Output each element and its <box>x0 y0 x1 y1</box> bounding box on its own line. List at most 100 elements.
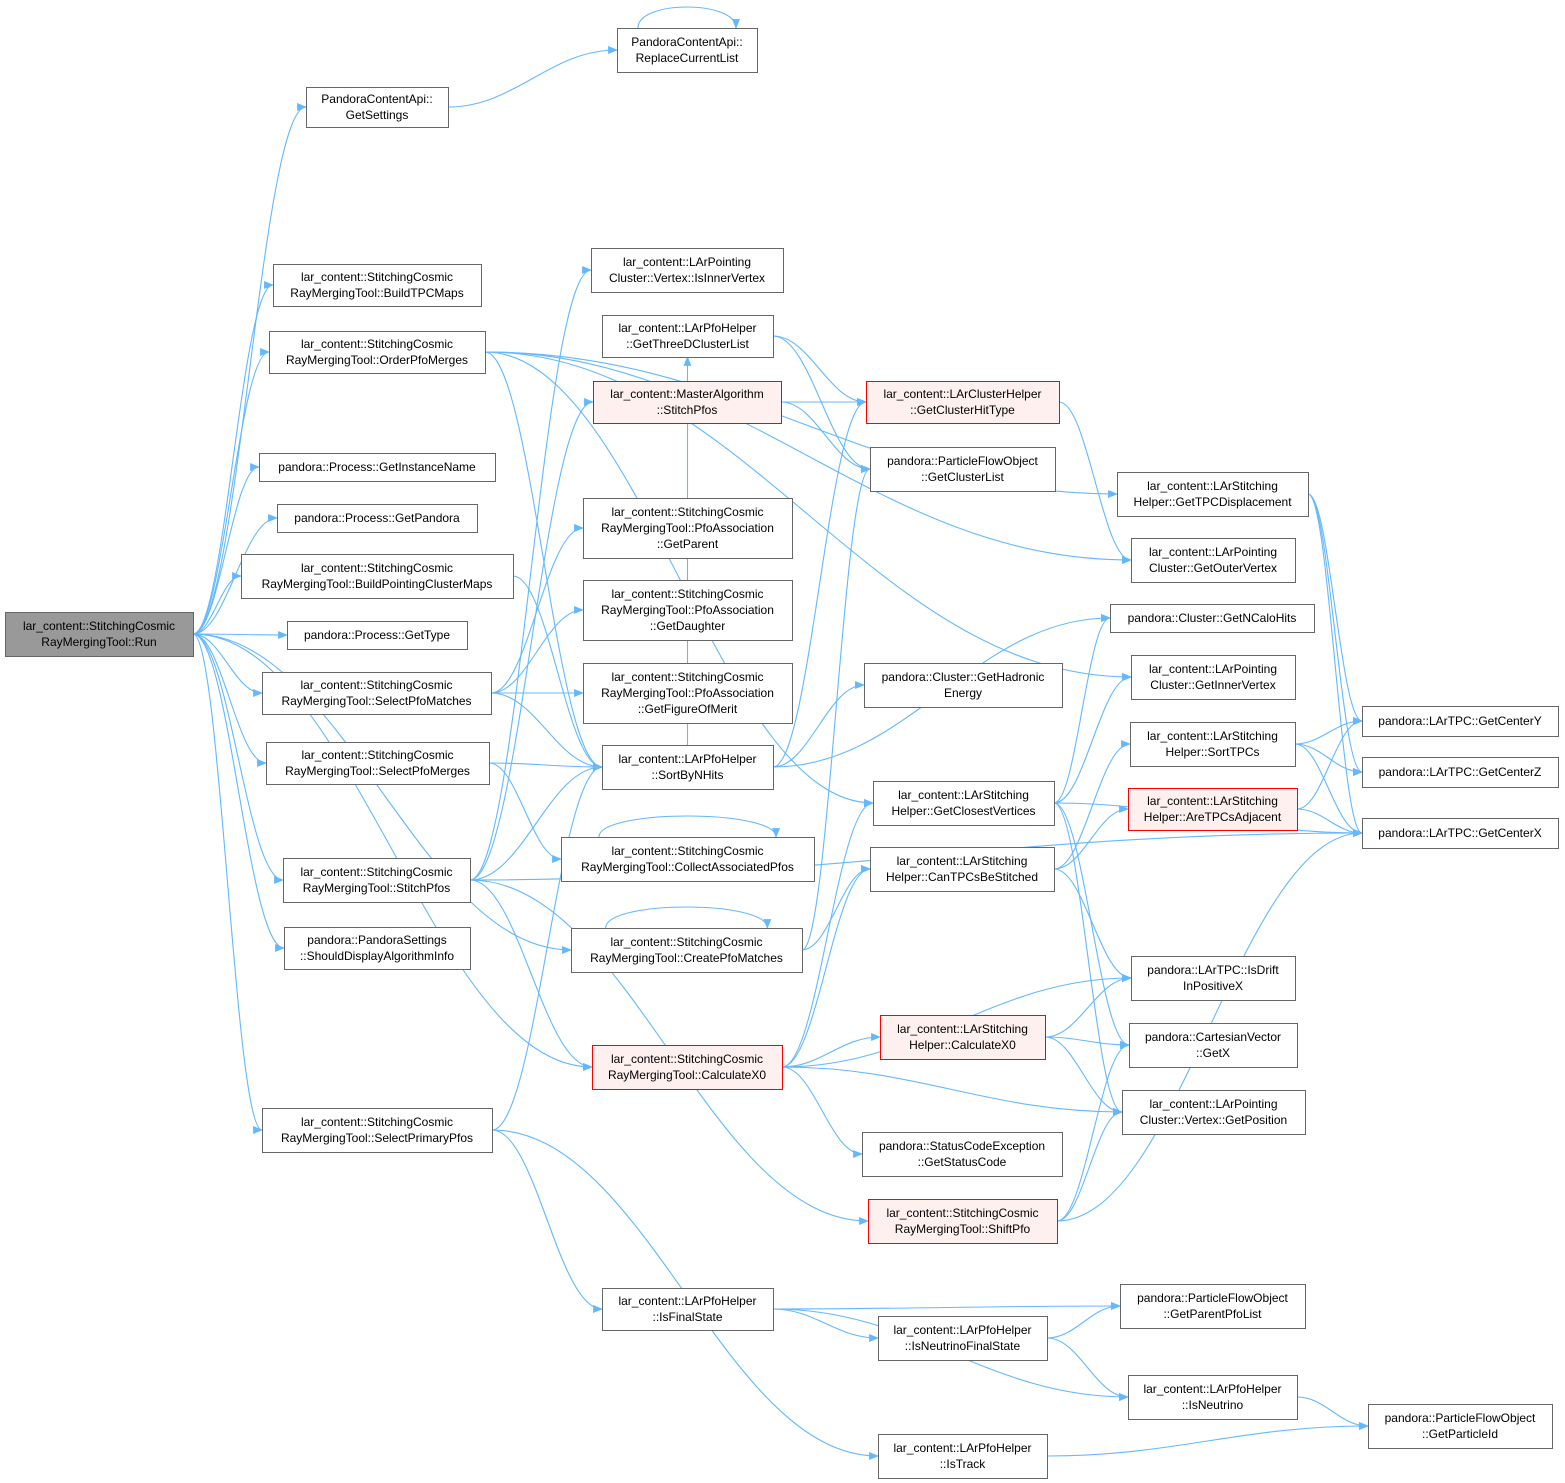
node-shoulddisplay[interactable]: pandora::PandoraSettings::ShouldDisplayA… <box>284 927 471 970</box>
node-box <box>592 1045 783 1090</box>
edge-stitchpfos-to-masterstitch <box>469 398 594 881</box>
node-sortbynhits[interactable]: lar_content::LArPfoHelper::SortByNHits <box>602 745 774 790</box>
node-label-line: lar_content::LArStitching <box>897 1022 1028 1036</box>
node-centerx[interactable]: pandora::LArTPC::GetCenterX <box>1362 818 1559 849</box>
node-closestvert[interactable]: lar_content::LArStitchingHelper::GetClos… <box>873 781 1055 826</box>
edge-tpcdisp-to-centerx <box>1307 493 1363 837</box>
node-selectprimary[interactable]: lar_content::StitchingCosmicRayMergingTo… <box>262 1108 493 1153</box>
edge-calcx0helper-to-vertpos <box>1044 1036 1123 1116</box>
node-box <box>259 453 496 482</box>
node-get3dcluster[interactable]: lar_content::LArPfoHelper::GetThreeDClus… <box>602 315 774 358</box>
node-getfom[interactable]: lar_content::StitchingCosmicRayMergingTo… <box>583 663 793 724</box>
edge-closestvert-to-vertpos <box>1053 802 1123 1116</box>
node-label-line: pandora::Cluster::GetNCaloHits <box>1128 611 1297 625</box>
node-box <box>583 663 793 724</box>
node-label-line: Cluster::Vertex::GetPosition <box>1140 1113 1287 1127</box>
node-sorttpcs[interactable]: lar_content::LArStitchingHelper::SortTPC… <box>1130 722 1296 767</box>
node-box <box>1131 655 1296 700</box>
edge-closestvert-to-innervertex <box>1053 673 1132 804</box>
node-vertpos[interactable]: lar_content::LArPointingCluster::Vertex:… <box>1122 1090 1306 1135</box>
node-buildpointing[interactable]: lar_content::StitchingCosmicRayMergingTo… <box>241 554 514 599</box>
edge-run-to-stitchpfos <box>192 633 284 884</box>
node-isfinalstate[interactable]: lar_content::LArPfoHelper::IsFinalState <box>602 1288 774 1331</box>
node-box <box>593 381 782 424</box>
node-replace[interactable]: PandoraContentApi::ReplaceCurrentList <box>617 28 758 73</box>
node-cartx[interactable]: pandora::CartesianVector::GetX <box>1129 1023 1298 1068</box>
node-box <box>870 847 1055 892</box>
node-orderpfo[interactable]: lar_content::StitchingCosmicRayMergingTo… <box>269 331 486 374</box>
node-innervertex[interactable]: lar_content::LArPointingCluster::GetInne… <box>1131 655 1296 700</box>
node-box <box>591 248 784 293</box>
node-shiftpfo[interactable]: lar_content::StitchingCosmicRayMergingTo… <box>868 1199 1058 1244</box>
edge-selectmatches-to-getdaughter <box>490 606 584 694</box>
node-label-line: ::IsNeutrino <box>1182 1398 1244 1412</box>
node-adjacent[interactable]: lar_content::LArStitchingHelper::AreTPCs… <box>1128 788 1298 831</box>
node-label-line: Helper::SortTPCs <box>1165 745 1259 759</box>
node-label-line: lar_content::StitchingCosmic <box>886 1206 1038 1220</box>
node-outervertex[interactable]: lar_content::LArPointingCluster::GetOute… <box>1131 538 1296 583</box>
node-label-line: pandora::ParticleFlowObject <box>1137 1291 1288 1305</box>
node-label-line: RayMergingTool::SelectPfoMerges <box>285 764 470 778</box>
node-parentlist[interactable]: pandora::ParticleFlowObject::GetParentPf… <box>1120 1284 1306 1329</box>
edge-isfinalstate-to-isnufinal <box>772 1308 879 1342</box>
node-tpcdisp[interactable]: lar_content::LArStitchingHelper::GetTPCD… <box>1117 472 1309 517</box>
node-isnufinal[interactable]: lar_content::LArPfoHelper::IsNeutrinoFin… <box>878 1316 1048 1361</box>
node-label-line: ::GetStatusCode <box>918 1155 1007 1169</box>
node-particleid[interactable]: pandora::ParticleFlowObject::GetParticle… <box>1368 1404 1553 1449</box>
node-collect[interactable]: lar_content::StitchingCosmicRayMergingTo… <box>561 837 815 882</box>
node-getinstance[interactable]: pandora::Process::GetInstanceName <box>259 453 496 482</box>
node-getpandora[interactable]: pandora::Process::GetPandora <box>277 504 478 533</box>
node-selectmatches[interactable]: lar_content::StitchingCosmicRayMergingTo… <box>262 672 492 715</box>
node-canstitch[interactable]: lar_content::LArStitchingHelper::CanTPCs… <box>870 847 1055 892</box>
edge-adjacent-to-centerx <box>1296 808 1363 837</box>
edge-canstitch-to-adjacent <box>1053 805 1129 870</box>
node-box <box>287 621 468 650</box>
node-label-line: RayMergingTool::PfoAssociation <box>601 603 774 617</box>
node-label-line: pandora::ParticleFlowObject <box>887 454 1038 468</box>
edge-clusterhittype-to-outervertex <box>1058 401 1132 564</box>
edge-calcx0tool-to-calcx0helper <box>781 1033 881 1068</box>
node-label-line: lar_content::LArPfoHelper <box>893 1441 1031 1455</box>
node-selectmerges[interactable]: lar_content::StitchingCosmicRayMergingTo… <box>266 742 490 785</box>
node-label-line: lar_content::LArStitching <box>1147 729 1278 743</box>
edge-masterstitch-to-getclusterlist <box>780 401 871 473</box>
node-box <box>262 672 492 715</box>
node-istrack[interactable]: lar_content::LArPfoHelper::IsTrack <box>878 1434 1048 1479</box>
node-masterstitch[interactable]: lar_content::MasterAlgorithm::StitchPfos <box>593 381 782 424</box>
node-run[interactable]: lar_content::StitchingCosmicRayMergingTo… <box>5 612 194 657</box>
node-label-line: pandora::Cluster::GetHadronic <box>882 670 1045 684</box>
node-getclusterlist[interactable]: pandora::ParticleFlowObject::GetClusterL… <box>870 447 1056 492</box>
node-box <box>269 331 486 374</box>
node-creatematches[interactable]: lar_content::StitchingCosmicRayMergingTo… <box>571 928 803 973</box>
node-calcx0helper[interactable]: lar_content::LArStitchingHelper::Calcula… <box>880 1015 1046 1060</box>
node-centery[interactable]: pandora::LArTPC::GetCenterY <box>1362 706 1559 737</box>
node-getparent[interactable]: lar_content::StitchingCosmicRayMergingTo… <box>583 498 793 559</box>
edge-run-to-creatematches <box>192 633 572 954</box>
node-gettype[interactable]: pandora::Process::GetType <box>287 621 468 650</box>
node-calcx0tool[interactable]: lar_content::StitchingCosmicRayMergingTo… <box>592 1045 783 1090</box>
node-label-line: ::GetFigureOfMerit <box>638 702 738 716</box>
edge-selectmatches-to-getparent <box>490 524 584 694</box>
node-clusterhittype[interactable]: lar_content::LArClusterHelper::GetCluste… <box>866 381 1060 424</box>
node-getdaughter[interactable]: lar_content::StitchingCosmicRayMergingTo… <box>583 580 793 641</box>
node-label-line: pandora::LArTPC::GetCenterZ <box>1379 765 1542 779</box>
node-label-line: ::IsTrack <box>940 1457 987 1471</box>
node-getsettings[interactable]: PandoraContentApi::GetSettings <box>306 87 449 128</box>
node-centerz[interactable]: pandora::LArTPC::GetCenterZ <box>1362 757 1559 788</box>
node-stitchpfos[interactable]: lar_content::StitchingCosmicRayMergingTo… <box>283 858 471 903</box>
node-label-line: pandora::StatusCodeException <box>879 1139 1045 1153</box>
node-isneutrino[interactable]: lar_content::LArPfoHelper::IsNeutrino <box>1128 1375 1298 1420</box>
edge-isnufinal-to-parentlist <box>1046 1302 1121 1339</box>
node-box <box>880 1015 1046 1060</box>
node-label-line: Cluster::Vertex::IsInnerVertex <box>609 271 765 285</box>
node-isinnervertex[interactable]: lar_content::LArPointingCluster::Vertex:… <box>591 248 784 293</box>
edge-calcx0helper-to-cartx <box>1044 1036 1130 1049</box>
node-label-line: Cluster::GetInnerVertex <box>1150 678 1275 692</box>
node-buildtpc[interactable]: lar_content::StitchingCosmicRayMergingTo… <box>273 264 482 307</box>
node-statuscode[interactable]: pandora::StatusCodeException::GetStatusC… <box>862 1132 1063 1177</box>
edge-run-to-getsettings <box>192 103 307 635</box>
node-ncalohits[interactable]: pandora::Cluster::GetNCaloHits <box>1110 604 1315 633</box>
